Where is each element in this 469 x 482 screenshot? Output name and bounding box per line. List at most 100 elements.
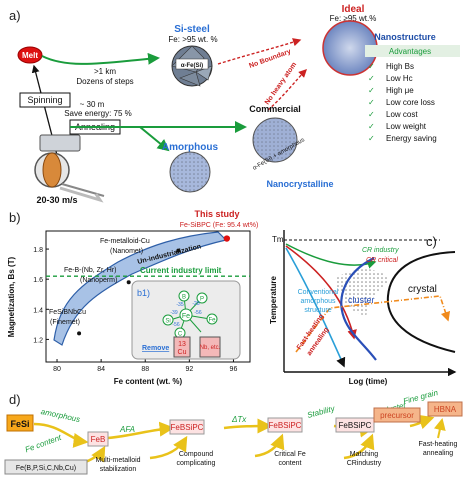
flow-arrows	[33, 414, 435, 466]
b1-center-atom	[179, 308, 193, 322]
amorphous-step: amorphous	[40, 407, 81, 424]
b1-energy-label: -28	[192, 301, 199, 307]
afa-step: AFA	[119, 425, 135, 434]
y-tick-label: 1.8	[33, 247, 43, 254]
cr-industry-curve	[285, 243, 377, 269]
no-heavy-atom-arrow	[267, 69, 307, 111]
y-axis-label: Magnetization, Bs (T)	[7, 256, 16, 337]
advantages-header-bg	[365, 45, 460, 57]
conventional-label-1: Conventional	[298, 289, 339, 296]
ideal-title: Ideal	[342, 4, 365, 15]
b1-label: b1)	[137, 288, 150, 298]
melt-spinner	[34, 134, 105, 203]
b1-energy-label: -56	[172, 322, 179, 328]
critical-fe-1: Critical Fe	[274, 451, 306, 458]
febsipc-label-2: FeBSiPC	[269, 421, 302, 430]
crystal-nose-curve	[386, 251, 456, 353]
b1-atom	[162, 314, 174, 326]
commercial-title: Commercial	[249, 104, 301, 114]
nanomet-label-1: Fe-metalloid-Cu	[100, 238, 150, 245]
x-tick-label: 80	[53, 366, 61, 373]
nanostructure-title: Nanostructure	[374, 32, 436, 42]
feb-label: FeB	[91, 435, 106, 444]
delta-tx-step: ΔTx	[231, 415, 247, 424]
data-point	[126, 280, 131, 285]
route-top-steps: Dozens of steps	[76, 77, 133, 86]
b1-atom-label: Si	[165, 319, 170, 325]
feb-box	[87, 431, 109, 447]
check-icon: ✓	[368, 122, 375, 131]
c-y-label: Temperature	[269, 276, 278, 324]
data-point	[176, 248, 181, 253]
nanoperm-label-1: Fe-B-(Nb, Zr, Hr)	[64, 267, 117, 274]
base-alloy-box	[4, 459, 88, 475]
fast-heating-path	[295, 295, 451, 353]
b1-nb-box	[199, 336, 221, 358]
advantage-item: Low Hc	[386, 74, 413, 83]
b1-remove-label: Remove	[142, 345, 169, 352]
spinning-label: Spinning	[27, 95, 62, 105]
melt-ellipse	[17, 46, 43, 64]
fast-heating-d-1: Fast-heating	[419, 441, 458, 448]
tm-label: Tm	[272, 235, 284, 244]
advantage-item: High μe	[386, 86, 414, 95]
industry-limit-label: Current industry limit	[140, 266, 222, 275]
crystal-label: crystal	[408, 284, 437, 295]
febsipc-label-3: FeBSiPC	[339, 421, 372, 430]
cr-critical-curve	[285, 245, 357, 340]
this-study-sub: Fe-SiBPC (Fe: 95.4 wt%)	[180, 222, 259, 229]
multi-metalloid-1: Multi-metalloid	[95, 457, 140, 464]
check-icon: ✓	[368, 62, 375, 71]
amorphous-title: Amorphous	[162, 142, 219, 153]
route-to-si-steel	[41, 52, 160, 65]
route-mid-energy: Save energy: 75 %	[64, 109, 132, 118]
data-point	[77, 331, 82, 336]
stability-step: Stability	[306, 404, 336, 420]
advantage-item: High Bs	[386, 62, 414, 71]
route-top-distance: >1 km	[94, 67, 116, 76]
check-icon: ✓	[368, 86, 375, 95]
base-alloy-label: Fe(B,P,Si,C,Nb,Cu)	[16, 465, 76, 472]
x-axis-label: Fe content (wt. %)	[114, 377, 183, 386]
advantages-title: Advantages	[389, 47, 431, 56]
advantage-item: Energy saving	[386, 134, 437, 143]
b1-energy-label: -56	[194, 310, 201, 316]
no-boundary-arrow	[217, 38, 302, 65]
precursor-label: precursor	[380, 411, 414, 420]
b1-atom	[196, 292, 208, 304]
febsipc-box-3	[335, 417, 375, 433]
melt-label: Melt	[22, 51, 38, 60]
advantage-item: Low cost	[386, 110, 418, 119]
matching-1: Matching	[350, 451, 379, 458]
b1-nb-label: Nb, etc.	[200, 345, 221, 351]
nanocrystalline-texture	[253, 118, 297, 162]
check-icon: ✓	[368, 98, 375, 107]
y-tick-label: 1.4	[33, 307, 43, 314]
x-tick-label: 88	[141, 366, 149, 373]
b1-energy-label: -39	[170, 310, 177, 316]
critical-fe-2: content	[279, 460, 302, 467]
b1-energy-label: -35	[176, 302, 183, 308]
b1-atom	[178, 290, 190, 302]
cr-critical-label: CR critical	[366, 257, 398, 264]
si-steel-grain-label: α-Fe(Si)	[181, 63, 203, 69]
finemet-label-1: FeSiBNbCu	[49, 309, 86, 316]
nanocrystalline-title: Nanocrystalline	[266, 179, 333, 189]
b1-atom	[206, 313, 218, 325]
matching-2: CRindustry	[347, 460, 382, 467]
fast-heating-d-arrow	[433, 418, 446, 439]
c-x-label: Log (time)	[349, 377, 388, 386]
conventional-label-3: structure	[304, 307, 331, 314]
advantage-item: Low core loss	[386, 98, 435, 107]
panel-c-label: c)	[426, 234, 437, 249]
finemet-label-2: (Finemet)	[50, 319, 80, 326]
check-icon: ✓	[368, 110, 375, 119]
check-icon: ✓	[368, 74, 375, 83]
spinning-box	[19, 92, 71, 108]
panel-b-label: b)	[9, 210, 21, 225]
precursor-box	[373, 407, 421, 423]
multi-metalloid-2: stabilization	[100, 466, 137, 473]
y-tick-label: 1.6	[33, 277, 43, 284]
